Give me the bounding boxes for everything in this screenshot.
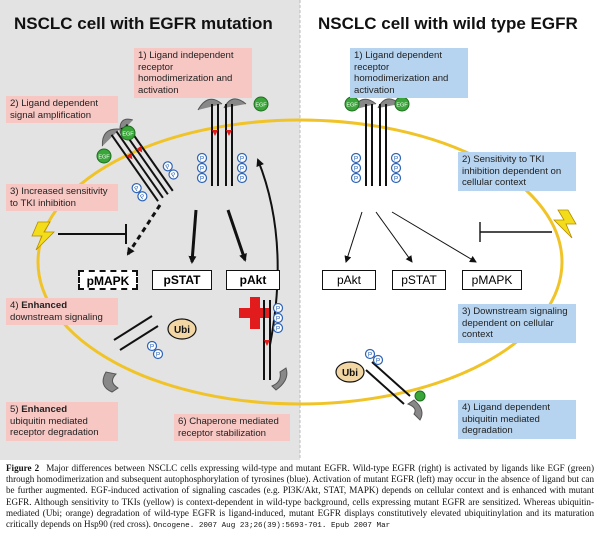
- phospho-label: P: [240, 166, 244, 173]
- phospho-label: P: [240, 176, 244, 183]
- egf-ligand-free-top: EGF: [253, 96, 269, 112]
- ubi-label-left: Ubi: [174, 325, 190, 336]
- egf-ligand-bound-left: EGF EGF: [96, 125, 136, 164]
- phospho-label: P: [376, 358, 380, 365]
- svg-text:EGF: EGF: [396, 103, 408, 109]
- signal-pakt-right: pAkt: [322, 270, 376, 290]
- phospho-label: P: [170, 171, 178, 179]
- wildtype-box-4: 4) Ligand dependent ubiquitin mediated d…: [458, 400, 576, 439]
- mutant-box-2: 2) Ligand dependent signal amplification: [6, 96, 118, 123]
- wildtype-panel-title: NSCLC cell with wild type EGFR: [318, 14, 578, 33]
- ubi-tag-right: [335, 361, 365, 383]
- mutant-panel-title: NSCLC cell with EGFR mutation: [14, 14, 273, 33]
- ubiquitinated-receptor-left: P P: [102, 315, 164, 393]
- phospho-label: P: [150, 344, 154, 351]
- phospho-label: P: [240, 156, 244, 163]
- arrow-to-pstat-right: [375, 211, 413, 263]
- diagram-canvas: EGF P P P P P P P P P P EGF EGF: [0, 0, 577, 460]
- arrow-to-pmapk: [126, 204, 162, 256]
- mutant-box-4-rest: downstream signaling: [10, 311, 103, 323]
- phospho-label: P: [354, 176, 358, 183]
- phospho-label: P: [276, 306, 280, 313]
- egf-ligand-bound-right: EGF EGF: [344, 96, 410, 112]
- wildtype-box-1: 1) Ligand dependent receptor homodimeriz…: [350, 48, 468, 98]
- phospho-label: P: [354, 166, 358, 173]
- phospho-label: P: [368, 352, 372, 359]
- arrow-to-pakt-left: [226, 209, 247, 262]
- phospho-label: P: [394, 166, 398, 173]
- signal-pmapk-left: pMAPK: [78, 270, 138, 290]
- svg-text:EGF: EGF: [255, 103, 267, 109]
- phospho-label: P: [200, 166, 204, 173]
- tki-lightning-right: [553, 209, 577, 239]
- ubi-tag-left: [167, 318, 197, 340]
- svg-text:EGF: EGF: [122, 132, 134, 138]
- signal-pakt-left: pAkt: [226, 270, 280, 290]
- phospho-label: P: [156, 352, 160, 359]
- wildtype-box-2: 2) Sensitivity to TKI inhibition depende…: [458, 152, 576, 191]
- mutant-box-5-num: 5): [10, 404, 22, 415]
- mutant-box-1: 1) Ligand independent receptor homodimer…: [134, 48, 252, 98]
- phospho-label: P: [139, 193, 147, 201]
- mutant-box-3: 3) Increased sensitivity to TKI inhibiti…: [6, 184, 118, 211]
- phospho-label: P: [276, 316, 280, 323]
- signal-pstat-left: pSTAT: [152, 270, 212, 290]
- mutant-box-4-num: 4): [10, 300, 22, 311]
- signal-pstat-right: pSTAT: [392, 270, 446, 290]
- figure-caption: Figure 2 Major differences between NSCLC…: [6, 463, 594, 532]
- phosphorylation-sites-top: P P P P P P: [196, 152, 248, 184]
- wildtype-box-3: 3) Downstream signaling dependent on cel…: [458, 304, 576, 343]
- signal-pmapk-right: pMAPK: [462, 270, 522, 290]
- arrow-to-pakt-right: [344, 211, 363, 263]
- citation: Oncogene. 2007 Aug 23;26(39):5693-701. E…: [153, 522, 391, 531]
- ubi-label-right: Ubi: [342, 368, 358, 379]
- phospho-label: P: [276, 326, 280, 333]
- svg-text:EGF: EGF: [346, 103, 358, 109]
- wildtype-egfr-dimer: P P P P P P: [350, 98, 402, 186]
- phospho-label: P: [354, 156, 358, 163]
- mutant-box-5-rest: ubiquitin mediated receptor degradation: [10, 415, 99, 439]
- hsp90-stabilized-receptor: P P P: [239, 297, 288, 391]
- cell-membrane: [36, 118, 564, 406]
- phospho-label: P: [133, 185, 141, 193]
- caption-text: Major differences between NSCLC cells ex…: [6, 463, 595, 530]
- phospho-label: P: [200, 176, 204, 183]
- tki-lightning-left: [31, 221, 55, 251]
- mutant-box-6: 6) Chaperone mediated receptor stabiliza…: [174, 414, 290, 441]
- arrow-to-pstat-left: [188, 209, 198, 264]
- phospho-label: P: [200, 156, 204, 163]
- phospho-label: P: [394, 156, 398, 163]
- mutant-box-5-bold: Enhanced: [21, 404, 68, 415]
- arrow-to-pmapk-right: [391, 211, 477, 263]
- mutant-box-4-bold: Enhanced: [21, 300, 68, 311]
- ubiquitinated-receptor-right: P P: [364, 348, 426, 421]
- svg-text:EGF: EGF: [98, 155, 110, 161]
- figure-label: Figure 2: [6, 463, 40, 473]
- mutant-egfr-dimer: [197, 98, 247, 186]
- phospho-label: P: [165, 163, 173, 171]
- phospho-label: P: [394, 176, 398, 183]
